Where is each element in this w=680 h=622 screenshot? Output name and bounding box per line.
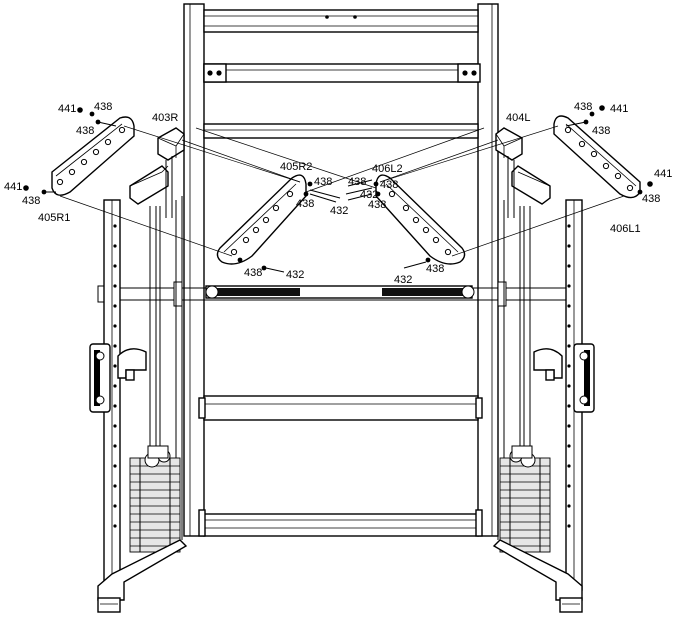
right-post-holes [567, 224, 571, 528]
left-tower [89, 127, 188, 613]
bracket-405R1 [51, 116, 135, 196]
bracket-406L2 [375, 174, 466, 265]
fasteners [23, 105, 653, 273]
label-438-top-left-2: 438 [76, 125, 94, 137]
label-432-center-2: 432 [360, 189, 378, 201]
left-upright [183, 3, 205, 537]
label-438-center-4: 438 [380, 179, 398, 191]
label-432-lower-left: 432 [286, 269, 304, 281]
label-441-top-left: 441 [58, 103, 76, 115]
label-406L2: 406L2 [372, 163, 403, 175]
label-432-lower-right: 432 [394, 274, 412, 286]
label-438-center-2: 438 [296, 198, 314, 210]
label-438-lower-right: 438 [426, 263, 444, 275]
label-441-mid-right: 441 [654, 168, 672, 180]
label-405R1: 405R1 [38, 212, 70, 224]
assembly-leader-lines [59, 125, 625, 257]
label-405R2: 405R2 [280, 161, 312, 173]
right-weight-stack [499, 445, 551, 553]
label-438-lower-left: 438 [244, 267, 262, 279]
upper-crossbar [203, 63, 479, 83]
left-post-holes [113, 224, 117, 528]
label-441-mid-left: 441 [4, 181, 22, 193]
label-403R: 403R [152, 112, 178, 124]
right-tower [492, 127, 595, 613]
bracket-406L1 [553, 115, 641, 199]
label-432-center-1: 432 [330, 205, 348, 217]
middle-crossbar [203, 395, 479, 421]
label-438-top-right-2: 438 [592, 125, 610, 137]
label-438-mid-right: 438 [642, 193, 660, 205]
label-438-center-3: 438 [348, 176, 366, 188]
label-404L: 404L [506, 112, 530, 124]
label-438-mid-left: 438 [22, 195, 40, 207]
top-crossbar [203, 9, 479, 33]
pullup-bar [97, 281, 583, 307]
label-441-top-right: 441 [610, 103, 628, 115]
left-weight-stack [129, 445, 181, 553]
label-406L1: 406L1 [610, 223, 641, 235]
bottom-crossbar [203, 513, 479, 537]
label-438-center-5: 438 [368, 199, 386, 211]
bracket-405R2 [216, 174, 307, 265]
pulley-crossbar [203, 123, 479, 139]
label-438-top-left-1: 438 [94, 101, 112, 113]
label-438-center-1: 438 [314, 176, 332, 188]
callout-labels: 441 438 438 403R 441 438 405R1 405R2 438… [4, 101, 672, 286]
right-upright [477, 3, 499, 537]
main-frame [183, 3, 499, 537]
label-438-top-right-1: 438 [574, 101, 592, 113]
